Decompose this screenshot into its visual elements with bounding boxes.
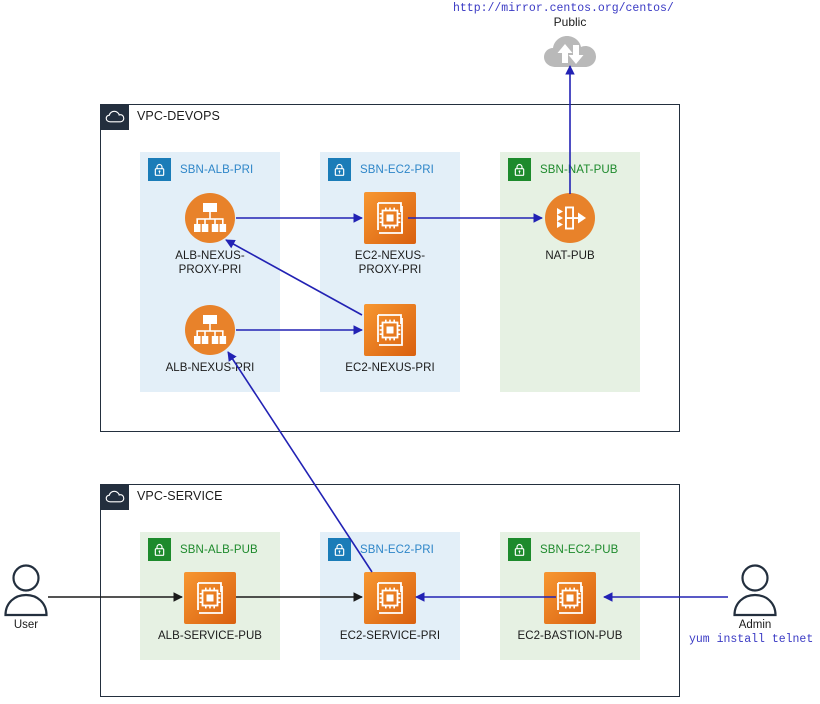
vpc-service-icon-tab [100,484,129,510]
lock-icon [508,538,531,561]
ec2-icon [364,572,416,624]
node-ec2-nexus-proxy-pri-label: EC2-NEXUS- PROXY-PRI [354,250,426,276]
subnet-sbn-ec2-pri-devops-header: SBN-EC2-PRI [328,158,434,181]
actor-admin-command-note: yum install telnet [689,633,814,646]
subnet-sbn-ec2-pub-header: SBN-EC2-PUB [508,538,618,561]
node-alb-service-pub[interactable]: ALB-SERVICE-PUB [150,572,270,644]
lock-icon [328,158,351,181]
nat-gateway-icon [544,192,596,244]
vpc-service-container: VPC-SERVICE [100,484,680,697]
actor-user-label: User [13,619,39,631]
lock-icon [148,158,171,181]
lock-icon [328,538,351,561]
ec2-icon [184,572,236,624]
ec2-icon [544,572,596,624]
node-ec2-service-pri-label: EC2-SERVICE-PRI [339,630,441,642]
public-internet-node: Public [500,15,640,71]
node-ec2-bastion-pub-label: EC2-BASTION-PUB [517,630,623,642]
vpc-cloud-icon [105,110,124,123]
node-alb-nexus-proxy-pri-label: ALB-NEXUS- PROXY-PRI [175,250,245,276]
actor-admin[interactable]: Admin yum install telnet [689,563,813,646]
ec2-icon [364,192,416,244]
subnet-sbn-alb-pri-header: SBN-ALB-PRI [148,158,253,181]
subnet-sbn-ec2-pri-devops-label: SBN-EC2-PRI [360,163,434,176]
node-alb-nexus-pri-label: ALB-NEXUS-PRI [165,362,255,374]
node-alb-service-pub-label: ALB-SERVICE-PUB [157,630,263,642]
subnet-sbn-ec2-pub-label: SBN-EC2-PUB [540,543,619,556]
subnet-sbn-nat-pub-label: SBN-NAT-PUB [540,163,618,176]
public-cloud-label: Public [553,15,587,29]
vpc-service-title: VPC-SERVICE [137,489,223,503]
vpc-devops-icon-tab [100,104,129,130]
user-icon [0,563,53,617]
alb-icon [184,192,236,244]
mirror-url-text: http://mirror.centos.org/centos/ [453,2,674,15]
vpc-devops-title: VPC-DEVOPS [137,109,220,123]
node-nat-pub[interactable]: NAT-PUB [510,192,630,264]
vpc-devops-container: VPC-DEVOPS [100,104,680,432]
node-alb-nexus-pri[interactable]: ALB-NEXUS-PRI [150,304,270,376]
node-ec2-bastion-pub[interactable]: EC2-BASTION-PUB [510,572,630,644]
user-icon [728,563,782,617]
actor-user[interactable]: User [0,563,74,631]
lock-icon [508,158,531,181]
node-alb-nexus-proxy-pri[interactable]: ALB-NEXUS- PROXY-PRI [150,192,270,277]
alb-icon [184,304,236,356]
subnet-sbn-alb-pub-header: SBN-ALB-PUB [148,538,258,561]
subnet-sbn-nat-pub: SBN-NAT-PUB [500,152,640,392]
public-cloud-icon [541,31,599,71]
node-ec2-service-pri[interactable]: EC2-SERVICE-PRI [330,572,450,644]
subnet-sbn-nat-pub-header: SBN-NAT-PUB [508,158,618,181]
node-nat-pub-label: NAT-PUB [545,250,595,262]
subnet-sbn-alb-pri-label: SBN-ALB-PRI [180,163,254,176]
subnet-sbn-ec2-pri-service-label: SBN-EC2-PRI [360,543,434,556]
node-ec2-nexus-pri[interactable]: EC2-NEXUS-PRI [330,304,450,376]
node-ec2-nexus-proxy-pri[interactable]: EC2-NEXUS- PROXY-PRI [330,192,450,277]
subnet-sbn-alb-pub-label: SBN-ALB-PUB [180,543,258,556]
node-ec2-nexus-pri-label: EC2-NEXUS-PRI [345,362,435,374]
actor-admin-label: Admin [738,619,772,631]
subnet-sbn-ec2-pri-service-header: SBN-EC2-PRI [328,538,434,561]
ec2-icon [364,304,416,356]
lock-icon [148,538,171,561]
vpc-cloud-icon [105,490,124,503]
